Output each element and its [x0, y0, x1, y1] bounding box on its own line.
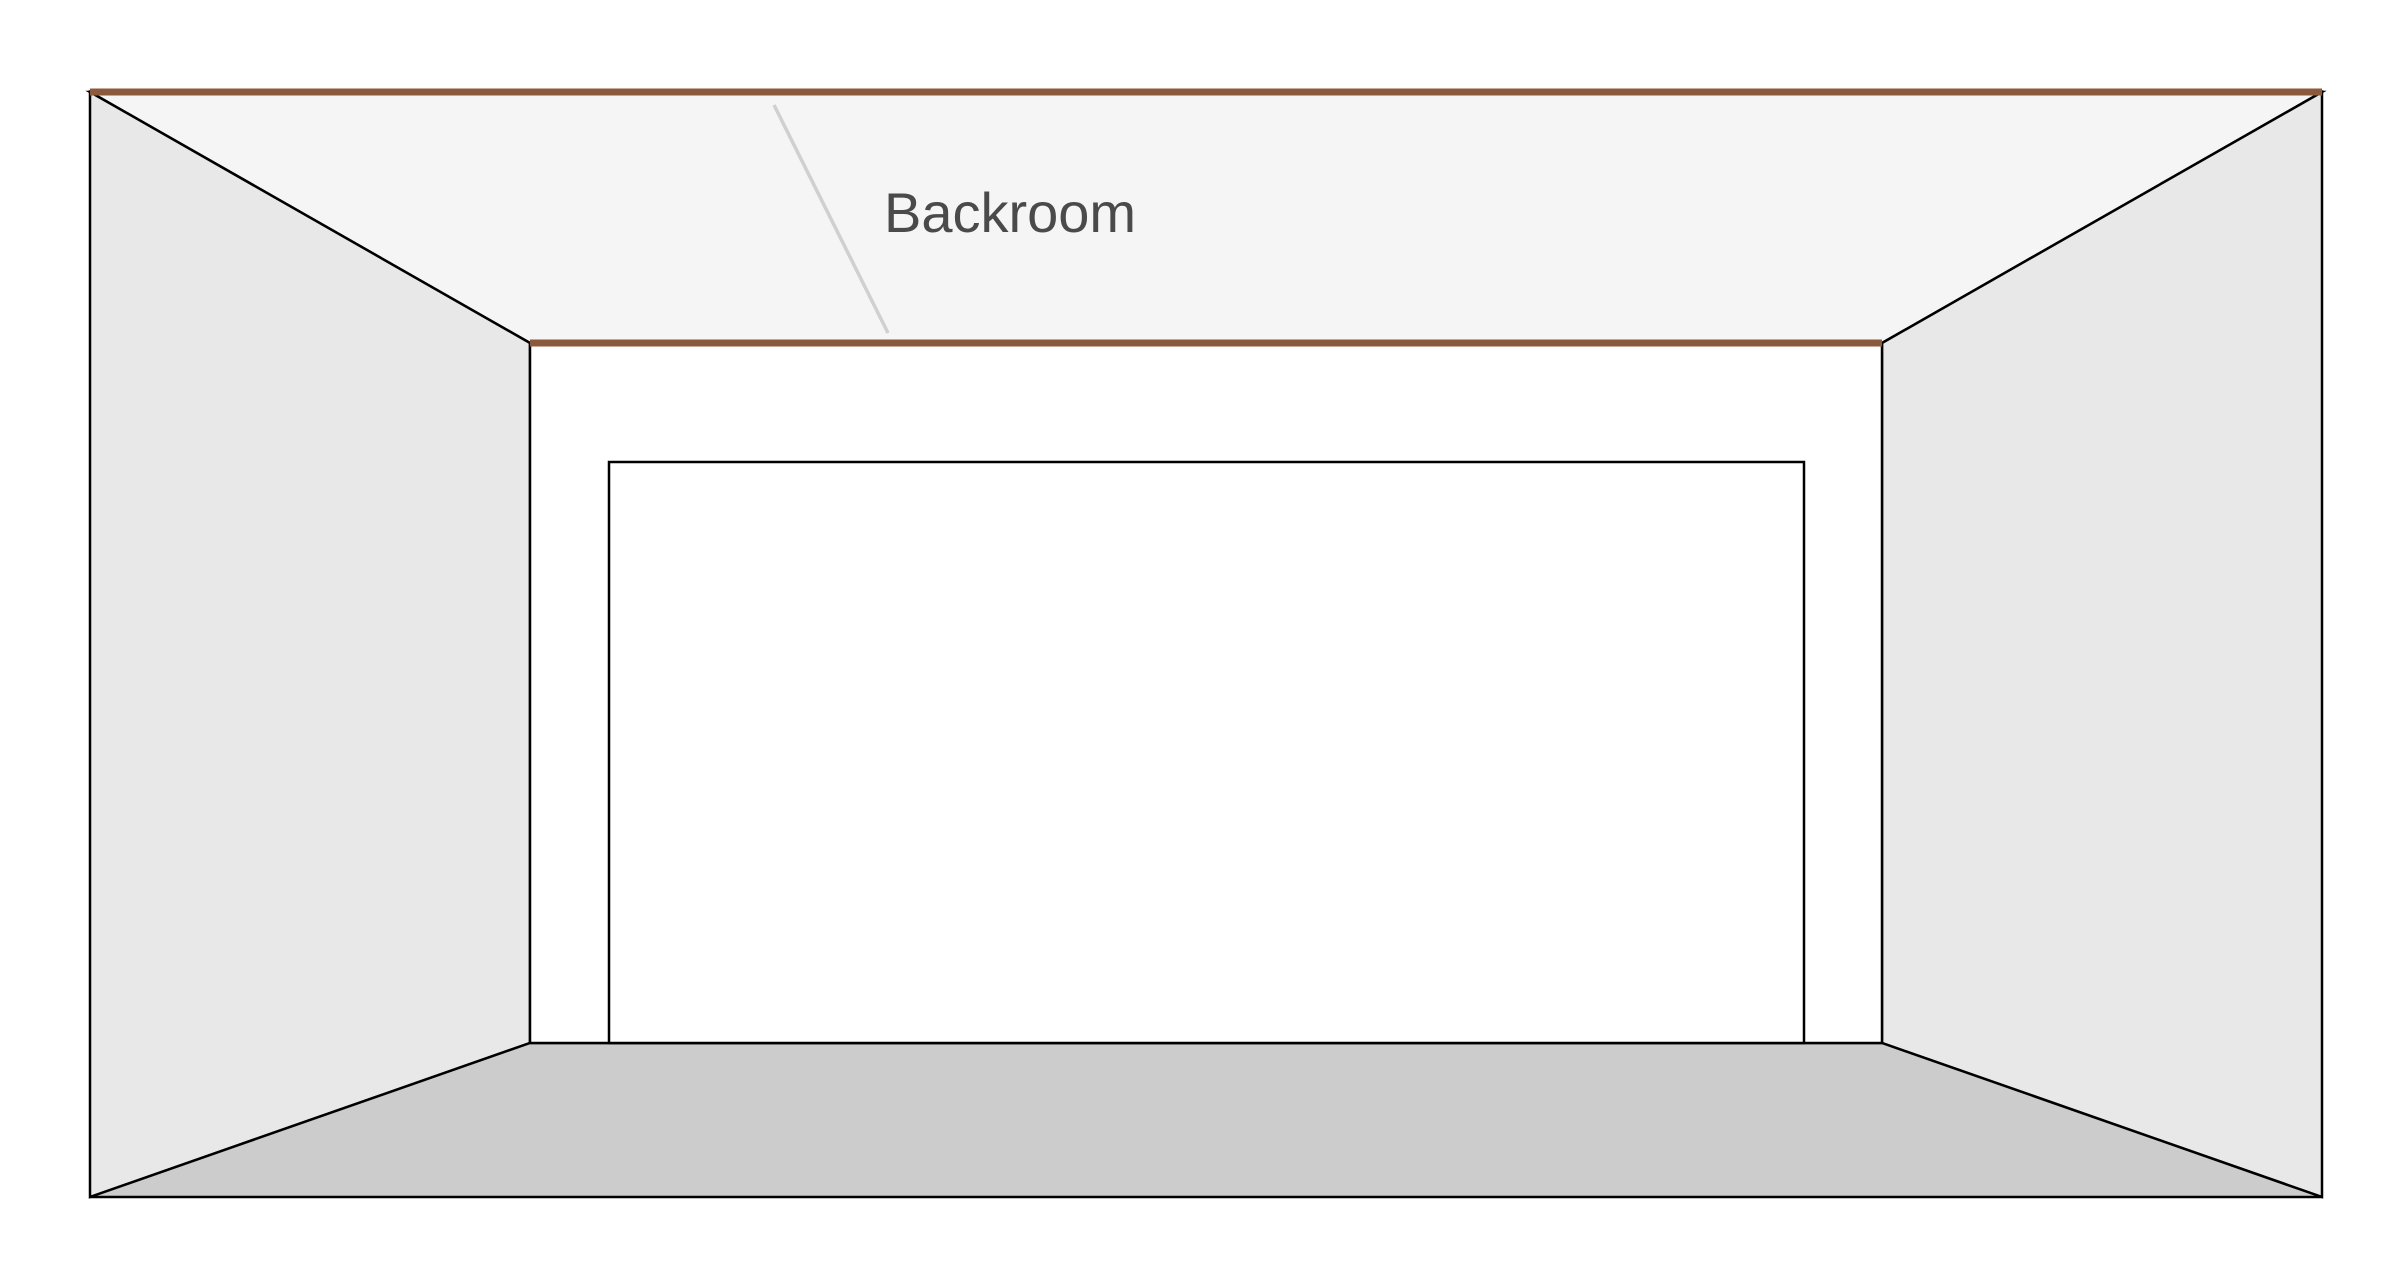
room-label: Backroom: [884, 181, 1136, 244]
label-leader-line: [772, 104, 890, 334]
doorway-opening: [607, 460, 1806, 1045]
